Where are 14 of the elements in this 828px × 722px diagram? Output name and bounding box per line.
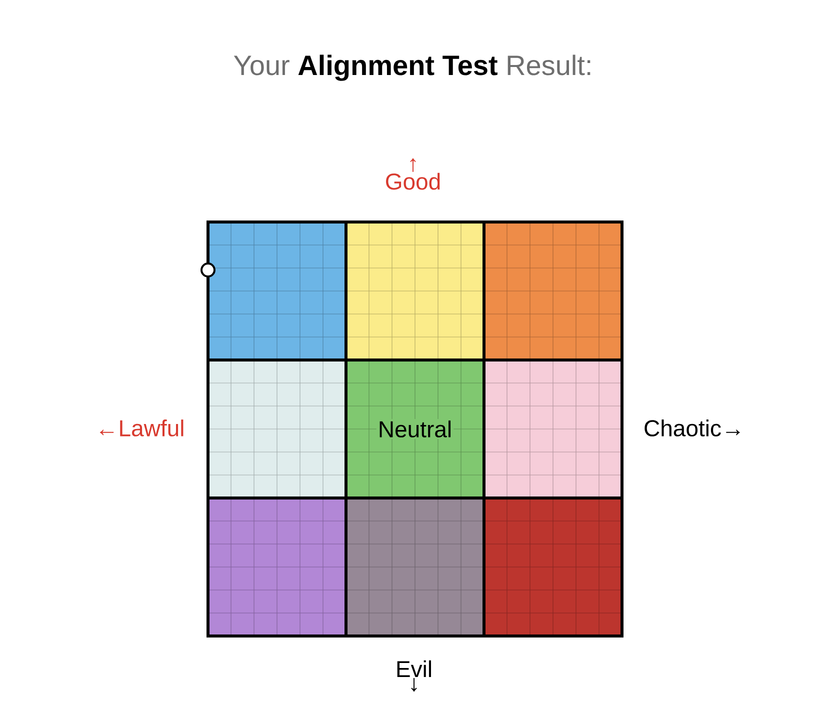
grid-cell (206, 358, 348, 500)
title: Your Alignment Test Result: (234, 54, 590, 81)
grid-cell (482, 358, 624, 500)
axis-label: Evil ↓ (397, 660, 431, 692)
grid-cell (206, 496, 348, 638)
grid-cell (482, 496, 624, 638)
axis-label: Chaotic→ (644, 420, 740, 436)
grid-cell: Neutral (344, 358, 486, 500)
grid-cell (344, 220, 486, 362)
grid-cell (344, 496, 486, 638)
grid-cell (206, 220, 348, 362)
axis-label: ←Lawful (100, 420, 184, 436)
grid-cell (482, 220, 624, 362)
axis-label: ↑ Good (386, 158, 440, 190)
